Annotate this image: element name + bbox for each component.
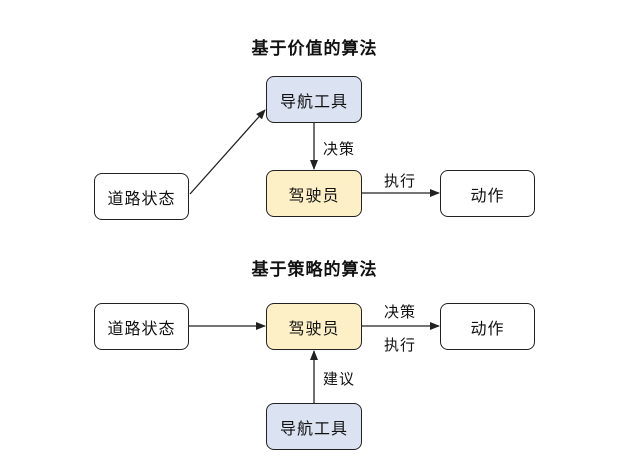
value-road-state-node: 道路状态	[94, 173, 189, 220]
value-action-node: 动作	[440, 170, 535, 217]
edge-road-to-nav	[189, 109, 266, 195]
policy-decide-label: 决策	[384, 303, 417, 321]
value-execute-label: 执行	[384, 172, 417, 190]
policy-suggest-label: 建议	[323, 370, 356, 388]
policy-driver-node: 驾驶员	[266, 303, 362, 350]
policy-execute-label: 执行	[384, 336, 417, 354]
policy-nav-tool-node: 导航工具	[266, 403, 362, 450]
value-nav-tool-node: 导航工具	[266, 76, 362, 123]
policy-based-title: 基于策略的算法	[251, 260, 378, 280]
value-driver-node: 驾驶员	[266, 170, 362, 217]
policy-road-state-node: 道路状态	[94, 303, 189, 350]
value-decide-label: 决策	[323, 140, 356, 158]
value-based-title: 基于价值的算法	[251, 39, 378, 59]
policy-action-node: 动作	[440, 303, 535, 350]
